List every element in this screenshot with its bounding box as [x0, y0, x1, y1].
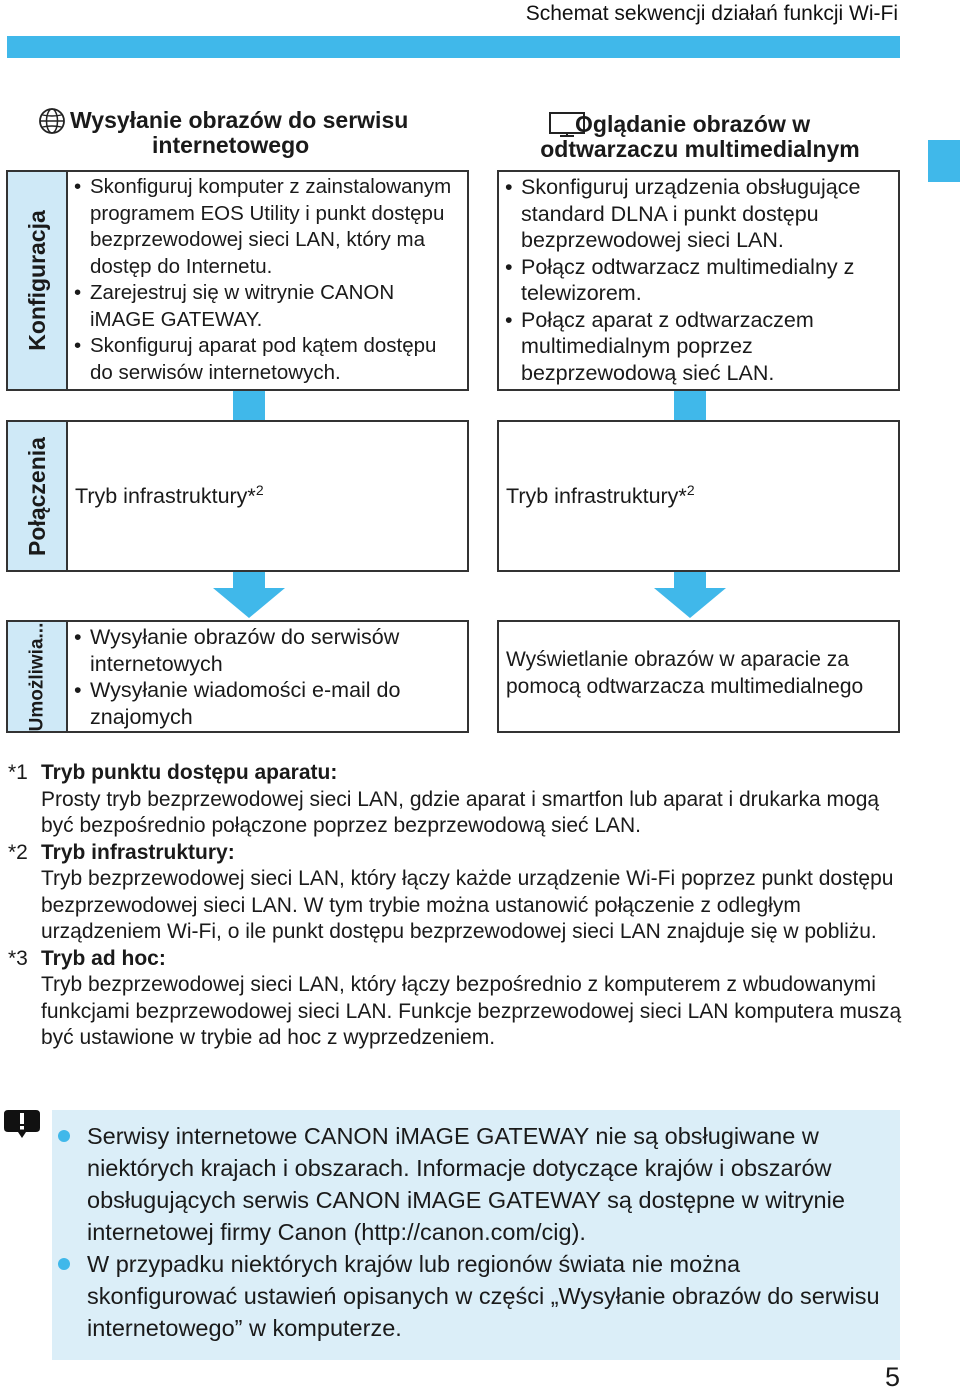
left-connection-label: Tryb infrastruktury*	[75, 484, 256, 509]
header-bar	[7, 36, 900, 58]
globe-icon	[38, 107, 70, 135]
right-title-line1: Oglądanie obrazów w	[575, 111, 811, 137]
footnote-text: Tryb bezprzewodowej sieci LAN, który łąc…	[41, 973, 902, 1049]
left-result-box: Wysyłanie obrazów do serwisów internetow…	[66, 620, 469, 733]
notes-list: Serwisy internetowe CANON iMAGE GATEWAY …	[52, 1110, 900, 1344]
right-connection-box: Tryb infrastruktury*2	[497, 420, 900, 572]
row-label-connections-text: Połączenia	[23, 436, 50, 556]
right-column-title: Oglądanie obrazów w odtwarzaczu multimed…	[510, 112, 890, 162]
right-result-text: Wyświetlanie obrazów w aparacie za pomoc…	[506, 648, 864, 698]
footnote-2: *2 Tryb infrastruktury: Tryb bezprzewodo…	[8, 840, 908, 946]
list-item: Skonfiguruj aparat pod kątem dostępu do …	[70, 333, 463, 386]
row-label-possible-text: Umożliwia...	[26, 622, 47, 731]
row-label-config-text: Konfiguracja	[23, 210, 50, 351]
section-tab	[928, 140, 960, 182]
list-item: W przypadku niektórych krajów lub region…	[52, 1248, 880, 1344]
right-connector	[674, 391, 706, 420]
left-result-list: Wysyłanie obrazów do serwisów internetow…	[70, 624, 463, 730]
footnote-number: *2	[8, 840, 28, 864]
list-item: Zarejestruj się w witrynie CANON iMAGE G…	[70, 280, 463, 333]
right-connection-footnote-ref: 2	[686, 482, 695, 499]
right-down-arrow	[652, 572, 728, 618]
left-title-line2: internetowego	[152, 132, 310, 158]
right-result-box: Wyświetlanie obrazów w aparacie za pomoc…	[497, 620, 900, 733]
left-connector	[233, 391, 265, 420]
footnote-number: *1	[8, 761, 28, 784]
footnote-text: Tryb bezprzewodowej sieci LAN, który łąc…	[41, 867, 894, 943]
left-down-arrow	[211, 572, 287, 618]
list-item: Połącz aparat z odtwarzaczem multimedial…	[501, 307, 892, 387]
left-column-title: Wysyłanie obrazów do serwisu internetowe…	[70, 108, 440, 158]
footnote-title: Tryb punktu dostępu aparatu:	[41, 761, 338, 784]
left-config-list: Skonfiguruj komputer z zainstalowanym pr…	[70, 174, 463, 386]
caution-icon	[4, 1110, 40, 1142]
right-connection-label: Tryb infrastruktury*	[506, 484, 687, 509]
tv-icon	[548, 111, 588, 141]
left-title-line1: Wysyłanie obrazów do serwisu	[70, 107, 409, 133]
row-label-possible: Umożliwia...	[6, 620, 68, 733]
footnote-1: *1 Tryb punktu dostępu aparatu: Prosty t…	[8, 760, 908, 840]
list-item: Serwisy internetowe CANON iMAGE GATEWAY …	[52, 1120, 880, 1248]
left-connection-text: Tryb infrastruktury*2	[75, 482, 264, 509]
footnote-3: *3 Tryb ad hoc: Tryb bezprzewodowej siec…	[8, 946, 908, 1052]
list-item: Połącz odtwarzacz multimedialny z telewi…	[501, 254, 892, 307]
page-number: 5	[884, 1362, 900, 1392]
list-item: Wysyłanie obrazów do serwisów internetow…	[70, 624, 463, 677]
list-item: Wysyłanie wiadomości e-mail do znajomych	[70, 677, 463, 730]
right-config-list: Skonfiguruj urządzenia obsługujące stand…	[501, 174, 892, 386]
footnote-body: Tryb punktu dostępu aparatu: Prosty tryb…	[41, 760, 908, 840]
left-config-box: Skonfiguruj komputer z zainstalowanym pr…	[66, 170, 469, 391]
footnote-body: Tryb ad hoc: Tryb bezprzewodowej sieci L…	[41, 946, 908, 1052]
row-label-connections: Połączenia	[6, 420, 68, 572]
right-connection-text: Tryb infrastruktury*2	[506, 482, 695, 509]
left-connection-footnote-ref: 2	[255, 482, 264, 499]
list-item: Skonfiguruj komputer z zainstalowanym pr…	[70, 174, 463, 280]
right-title-line2: odtwarzaczu multimedialnym	[540, 136, 860, 162]
footnote-title: Tryb infrastruktury:	[41, 840, 235, 864]
footnote-body: Tryb infrastruktury: Tryb bezprzewodowej…	[41, 840, 908, 946]
header-title: Schemat sekwencji działań funkcji Wi-Fi	[525, 2, 898, 25]
left-connection-box: Tryb infrastruktury*2	[66, 420, 469, 572]
notes-panel: Serwisy internetowe CANON iMAGE GATEWAY …	[52, 1110, 900, 1360]
row-label-config: Konfiguracja	[6, 170, 68, 391]
right-config-box: Skonfiguruj urządzenia obsługujące stand…	[497, 170, 900, 391]
footnote-number: *3	[8, 946, 28, 970]
footnotes: *1 Tryb punktu dostępu aparatu: Prosty t…	[8, 760, 908, 1052]
footnote-title: Tryb ad hoc:	[41, 946, 166, 970]
list-item: Skonfiguruj urządzenia obsługujące stand…	[501, 174, 892, 254]
footnote-text: Prosty tryb bezprzewodowej sieci LAN, gd…	[41, 787, 880, 838]
